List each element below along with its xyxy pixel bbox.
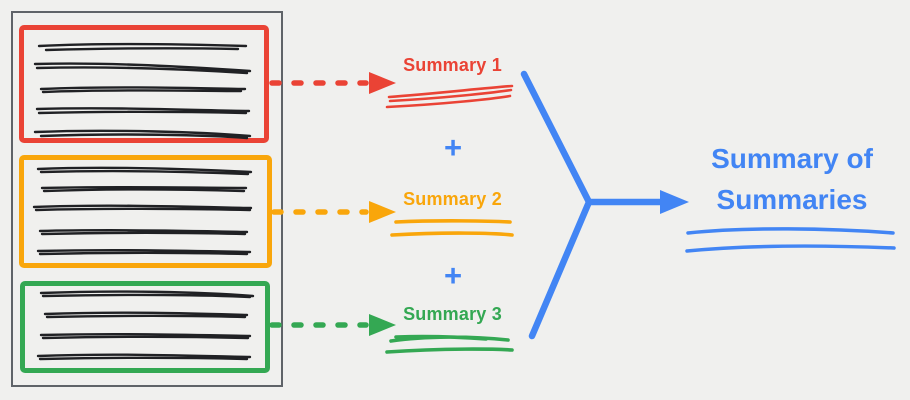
chunk-box-1	[19, 25, 269, 143]
chunk-box-3	[20, 281, 270, 373]
summary-2-underline-scribble	[390, 219, 514, 237]
summary-1-label: Summary 1	[403, 55, 502, 75]
summary-2-arrow	[271, 201, 396, 223]
summary-3-underline-scribble	[385, 334, 514, 354]
result-underline-scribble	[685, 227, 896, 253]
summary-3-label: Summary 3	[403, 304, 502, 324]
plus-operator-2: +	[443, 258, 463, 293]
result-label: Summary of Summaries	[711, 143, 873, 215]
chunk-box-2	[19, 155, 272, 268]
merge-branch-lines	[520, 70, 593, 340]
document-outline	[11, 11, 283, 387]
summary-2-label: Summary 2	[403, 189, 502, 209]
summary-1-arrow	[269, 72, 396, 94]
merge-arrowhead	[660, 190, 689, 214]
summary-3-arrow	[269, 314, 396, 336]
plus-operator-1: +	[443, 130, 463, 165]
merge-arrow	[520, 70, 689, 340]
summary-1-underline-scribble	[385, 84, 514, 109]
